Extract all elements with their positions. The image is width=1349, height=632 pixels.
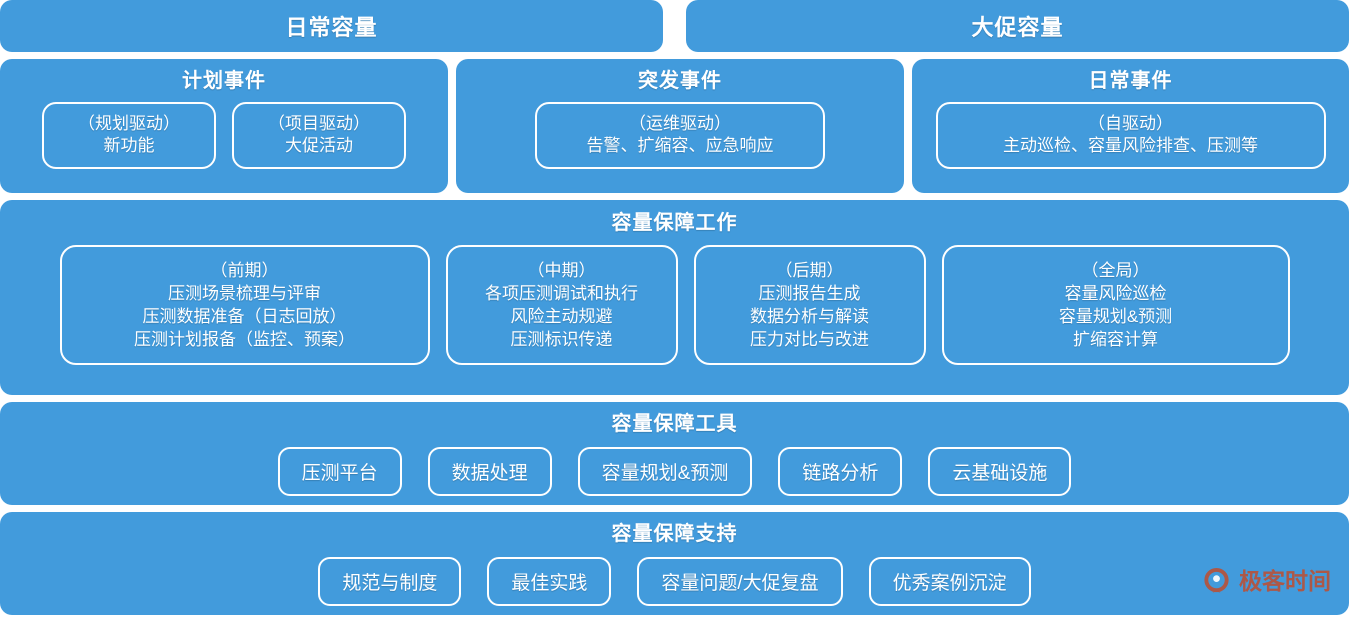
capacity-header-row: 日常容量 大促容量 [0, 0, 1349, 52]
event-panel-row: 计划事件 （规划驱动） 新功能 （项目驱动） 大促活动 突发事件 （运维驱动） … [0, 59, 1349, 193]
work-box-global: （全局） 容量风险巡检 容量规划&预测 扩缩容计算 [941, 245, 1290, 366]
event-panel-planned-boxes: （规划驱动） 新功能 （项目驱动） 大促活动 [0, 102, 448, 169]
tool-pill-link-analysis[interactable]: 链路分析 [778, 447, 903, 496]
event-panel-routine-title: 日常事件 [1088, 70, 1173, 92]
event-box-planning-driven: （规划驱动） 新功能 [42, 102, 216, 169]
event-panel-routine-boxes: （自驱动） 主动巡检、容量风险排查、压测等 [912, 102, 1349, 169]
work-box-global-line2: 容量风险巡检 [1064, 284, 1167, 304]
work-box-mid-stage-line1: （中期） [527, 261, 596, 280]
work-box-early-stage-line1: （前期） [210, 261, 279, 280]
work-box-mid-stage: （中期） 各项压测调试和执行 风险主动规避 压测标识传递 [445, 245, 678, 366]
event-box-project-driven-line2: 大促活动 [285, 136, 353, 156]
capacity-tools-section: 容量保障工具 压测平台 数据处理 容量规划&预测 链路分析 云基础设施 [0, 402, 1349, 505]
capacity-header-promotion: 大促容量 [686, 0, 1349, 52]
capacity-support-section: 容量保障支持 规范与制度 最佳实践 容量问题/大促复盘 优秀案例沉淀 极客时间 [0, 512, 1349, 615]
tool-pill-stress-test-platform[interactable]: 压测平台 [277, 447, 402, 496]
capacity-support-title: 容量保障支持 [611, 523, 738, 545]
capacity-work-boxes: （前期） 压测场景梳理与评审 压测数据准备（日志回放） 压测计划报备（监控、预案… [0, 245, 1349, 366]
work-box-early-stage-line4: 压测计划报备（监控、预案） [134, 330, 355, 350]
event-panel-routine: 日常事件 （自驱动） 主动巡检、容量风险排查、压测等 [912, 59, 1349, 193]
work-box-mid-stage-line4: 压测标识传递 [510, 330, 613, 350]
event-panel-planned-title: 计划事件 [182, 70, 266, 92]
event-panel-planned: 计划事件 （规划驱动） 新功能 （项目驱动） 大促活动 [0, 59, 448, 193]
work-box-mid-stage-line2: 各项压测调试和执行 [485, 284, 638, 304]
event-box-planning-driven-line2: 新功能 [103, 136, 155, 156]
capacity-support-pills: 规范与制度 最佳实践 容量问题/大促复盘 优秀案例沉淀 [318, 557, 1031, 606]
work-box-late-stage-line2: 压测报告生成 [758, 284, 861, 304]
capacity-tools-pills: 压测平台 数据处理 容量规划&预测 链路分析 云基础设施 [277, 447, 1072, 496]
event-box-self-driven-line1: （自驱动） [1088, 114, 1173, 133]
tool-pill-cloud-infrastructure[interactable]: 云基础设施 [928, 447, 1072, 496]
work-box-late-stage-line1: （后期） [775, 261, 844, 280]
event-box-planning-driven-line1: （规划驱动） [78, 114, 180, 133]
work-box-global-line4: 扩缩容计算 [1073, 330, 1158, 350]
support-pill-standards-and-systems[interactable]: 规范与制度 [318, 557, 462, 606]
event-panel-sudden: 突发事件 （运维驱动） 告警、扩缩容、应急响应 [456, 59, 904, 193]
work-box-early-stage: （前期） 压测场景梳理与评审 压测数据准备（日志回放） 压测计划报备（监控、预案… [59, 245, 430, 366]
tool-pill-data-processing[interactable]: 数据处理 [427, 447, 552, 496]
capacity-work-title: 容量保障工作 [611, 212, 738, 234]
event-box-ops-driven-line2: 告警、扩缩容、应急响应 [586, 136, 774, 156]
capacity-work-section: 容量保障工作 （前期） 压测场景梳理与评审 压测数据准备（日志回放） 压测计划报… [0, 200, 1349, 395]
tool-pill-capacity-planning-forecast[interactable]: 容量规划&预测 [577, 447, 753, 496]
event-box-ops-driven-line1: （运维驱动） [629, 114, 731, 133]
capacity-header-daily-label: 日常容量 [285, 15, 378, 40]
event-box-project-driven: （项目驱动） 大促活动 [232, 102, 406, 169]
event-box-self-driven-line2: 主动巡检、容量风险排查、压测等 [1003, 136, 1258, 156]
work-box-late-stage: （后期） 压测报告生成 数据分析与解读 压力对比与改进 [693, 245, 926, 366]
geektime-watermark: 极客时间 [1201, 566, 1331, 597]
support-pill-best-practices[interactable]: 最佳实践 [487, 557, 612, 606]
geektime-watermark-text: 极客时间 [1239, 568, 1331, 594]
capacity-header-promotion-label: 大促容量 [971, 15, 1064, 40]
support-pill-excellent-case-accumulation[interactable]: 优秀案例沉淀 [868, 557, 1031, 606]
work-box-early-stage-line2: 压测场景梳理与评审 [168, 284, 321, 304]
work-box-global-line3: 容量规划&预测 [1058, 307, 1173, 327]
event-box-self-driven: （自驱动） 主动巡检、容量风险排查、压测等 [935, 102, 1326, 169]
event-panel-sudden-title: 突发事件 [638, 70, 722, 92]
work-box-global-line1: （全局） [1081, 261, 1150, 280]
event-box-ops-driven: （运维驱动） 告警、扩缩容、应急响应 [535, 102, 825, 169]
event-box-project-driven-line1: （项目驱动） [268, 114, 370, 133]
event-panel-sudden-boxes: （运维驱动） 告警、扩缩容、应急响应 [456, 102, 904, 169]
capacity-header-daily: 日常容量 [0, 0, 663, 52]
capacity-tools-title: 容量保障工具 [611, 413, 738, 435]
geektime-logo-icon [1204, 567, 1229, 594]
work-box-mid-stage-line3: 风险主动规避 [510, 307, 613, 327]
work-box-late-stage-line4: 压力对比与改进 [750, 330, 869, 350]
support-pill-capacity-issue-review[interactable]: 容量问题/大促复盘 [637, 557, 843, 606]
work-box-early-stage-line3: 压测数据准备（日志回放） [142, 307, 347, 327]
work-box-late-stage-line3: 数据分析与解读 [750, 307, 869, 327]
